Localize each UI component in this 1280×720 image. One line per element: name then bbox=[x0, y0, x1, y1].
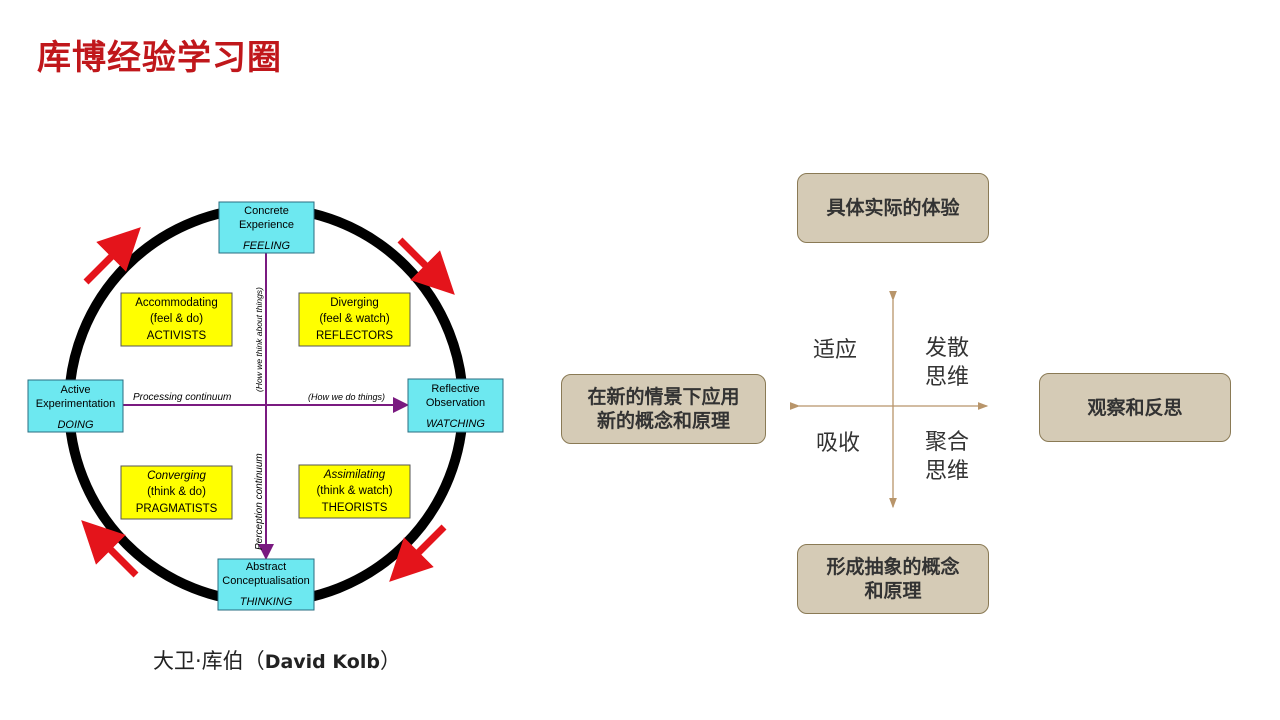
assimilating-box: Assimilating (think & watch) THEORISTS bbox=[298, 464, 411, 519]
caption-close: ） bbox=[379, 649, 401, 673]
kolb-cycle-diagram: Processing continuum (How we do things) … bbox=[27, 201, 504, 611]
reflective-observation-cn-box: 观察和反思 bbox=[1039, 373, 1231, 442]
red-arrow-bottom-left bbox=[81, 520, 139, 578]
author-caption: 大卫·库伯（David Kolb） bbox=[153, 645, 401, 675]
svg-text:Abstract: Abstract bbox=[246, 561, 286, 573]
quadrant-converge: 聚合 思维 bbox=[925, 430, 970, 484]
svg-text:THINKING: THINKING bbox=[240, 596, 293, 608]
page-title: 库博经验学习圈 bbox=[37, 38, 282, 78]
accommodating-box: Accommodating (feel & do) ACTIVISTS bbox=[120, 292, 233, 347]
processing-label: Processing continuum bbox=[133, 392, 231, 403]
red-arrow-bottom-right bbox=[389, 524, 447, 582]
quadrant-adapt: 适应 bbox=[813, 338, 858, 363]
svg-text:(feel & do): (feel & do) bbox=[150, 313, 203, 325]
how-do-label: (How we do things) bbox=[308, 392, 385, 402]
svg-text:Experimentation: Experimentation bbox=[36, 398, 116, 410]
svg-text:Conceptualisation: Conceptualisation bbox=[222, 575, 309, 587]
how-think-label: (How we think about things) bbox=[254, 287, 264, 392]
abstract-conceptualisation-box: Abstract Conceptualisation THINKING bbox=[217, 558, 315, 611]
svg-text:PRAGMATISTS: PRAGMATISTS bbox=[136, 503, 218, 515]
svg-text:Concrete: Concrete bbox=[244, 205, 289, 217]
svg-text:FEELING: FEELING bbox=[243, 240, 291, 252]
svg-text:Reflective: Reflective bbox=[431, 383, 479, 395]
svg-text:Active: Active bbox=[61, 384, 91, 396]
active-experimentation-cn-box: 在新的情景下应用 新的概念和原理 bbox=[561, 374, 766, 444]
perception-label: Perception continuum bbox=[254, 453, 265, 550]
red-arrow-top-right bbox=[397, 237, 455, 295]
svg-text:Observation: Observation bbox=[426, 397, 485, 409]
svg-text:Converging: Converging bbox=[147, 470, 206, 482]
concrete-experience-box: Concrete Experience FEELING bbox=[218, 201, 315, 254]
svg-text:Experience: Experience bbox=[239, 219, 294, 231]
concrete-experience-cn-box: 具体实际的体验 bbox=[797, 173, 989, 243]
svg-text:THEORISTS: THEORISTS bbox=[322, 502, 388, 514]
abstract-conceptualisation-cn-box: 形成抽象的概念 和原理 bbox=[797, 544, 989, 614]
svg-text:(think & do): (think & do) bbox=[147, 486, 206, 498]
quadrant-diverge: 发散 思维 bbox=[925, 336, 970, 390]
svg-text:(feel & watch): (feel & watch) bbox=[319, 313, 389, 325]
caption-en: David Kolb bbox=[264, 651, 380, 673]
diverging-box: Diverging (feel & watch) REFLECTORS bbox=[298, 292, 411, 347]
svg-text:REFLECTORS: REFLECTORS bbox=[316, 330, 393, 342]
reflective-observation-box: Reflective Observation WATCHING bbox=[407, 378, 504, 433]
svg-text:(think & watch): (think & watch) bbox=[316, 485, 392, 497]
svg-text:DOING: DOING bbox=[57, 419, 94, 431]
converging-box: Converging (think & do) PRAGMATISTS bbox=[120, 465, 233, 520]
svg-text:Diverging: Diverging bbox=[330, 297, 379, 309]
svg-text:ACTIVISTS: ACTIVISTS bbox=[147, 330, 207, 342]
active-experimentation-box: Active Experimentation DOING bbox=[27, 379, 124, 433]
caption-cn: 大卫·库伯（ bbox=[153, 649, 265, 673]
quadrant-assimilate: 吸收 bbox=[816, 431, 861, 456]
svg-text:Assimilating: Assimilating bbox=[323, 469, 386, 481]
svg-text:WATCHING: WATCHING bbox=[426, 418, 485, 430]
svg-text:Accommodating: Accommodating bbox=[135, 297, 217, 309]
red-arrow-top-left bbox=[83, 227, 141, 285]
